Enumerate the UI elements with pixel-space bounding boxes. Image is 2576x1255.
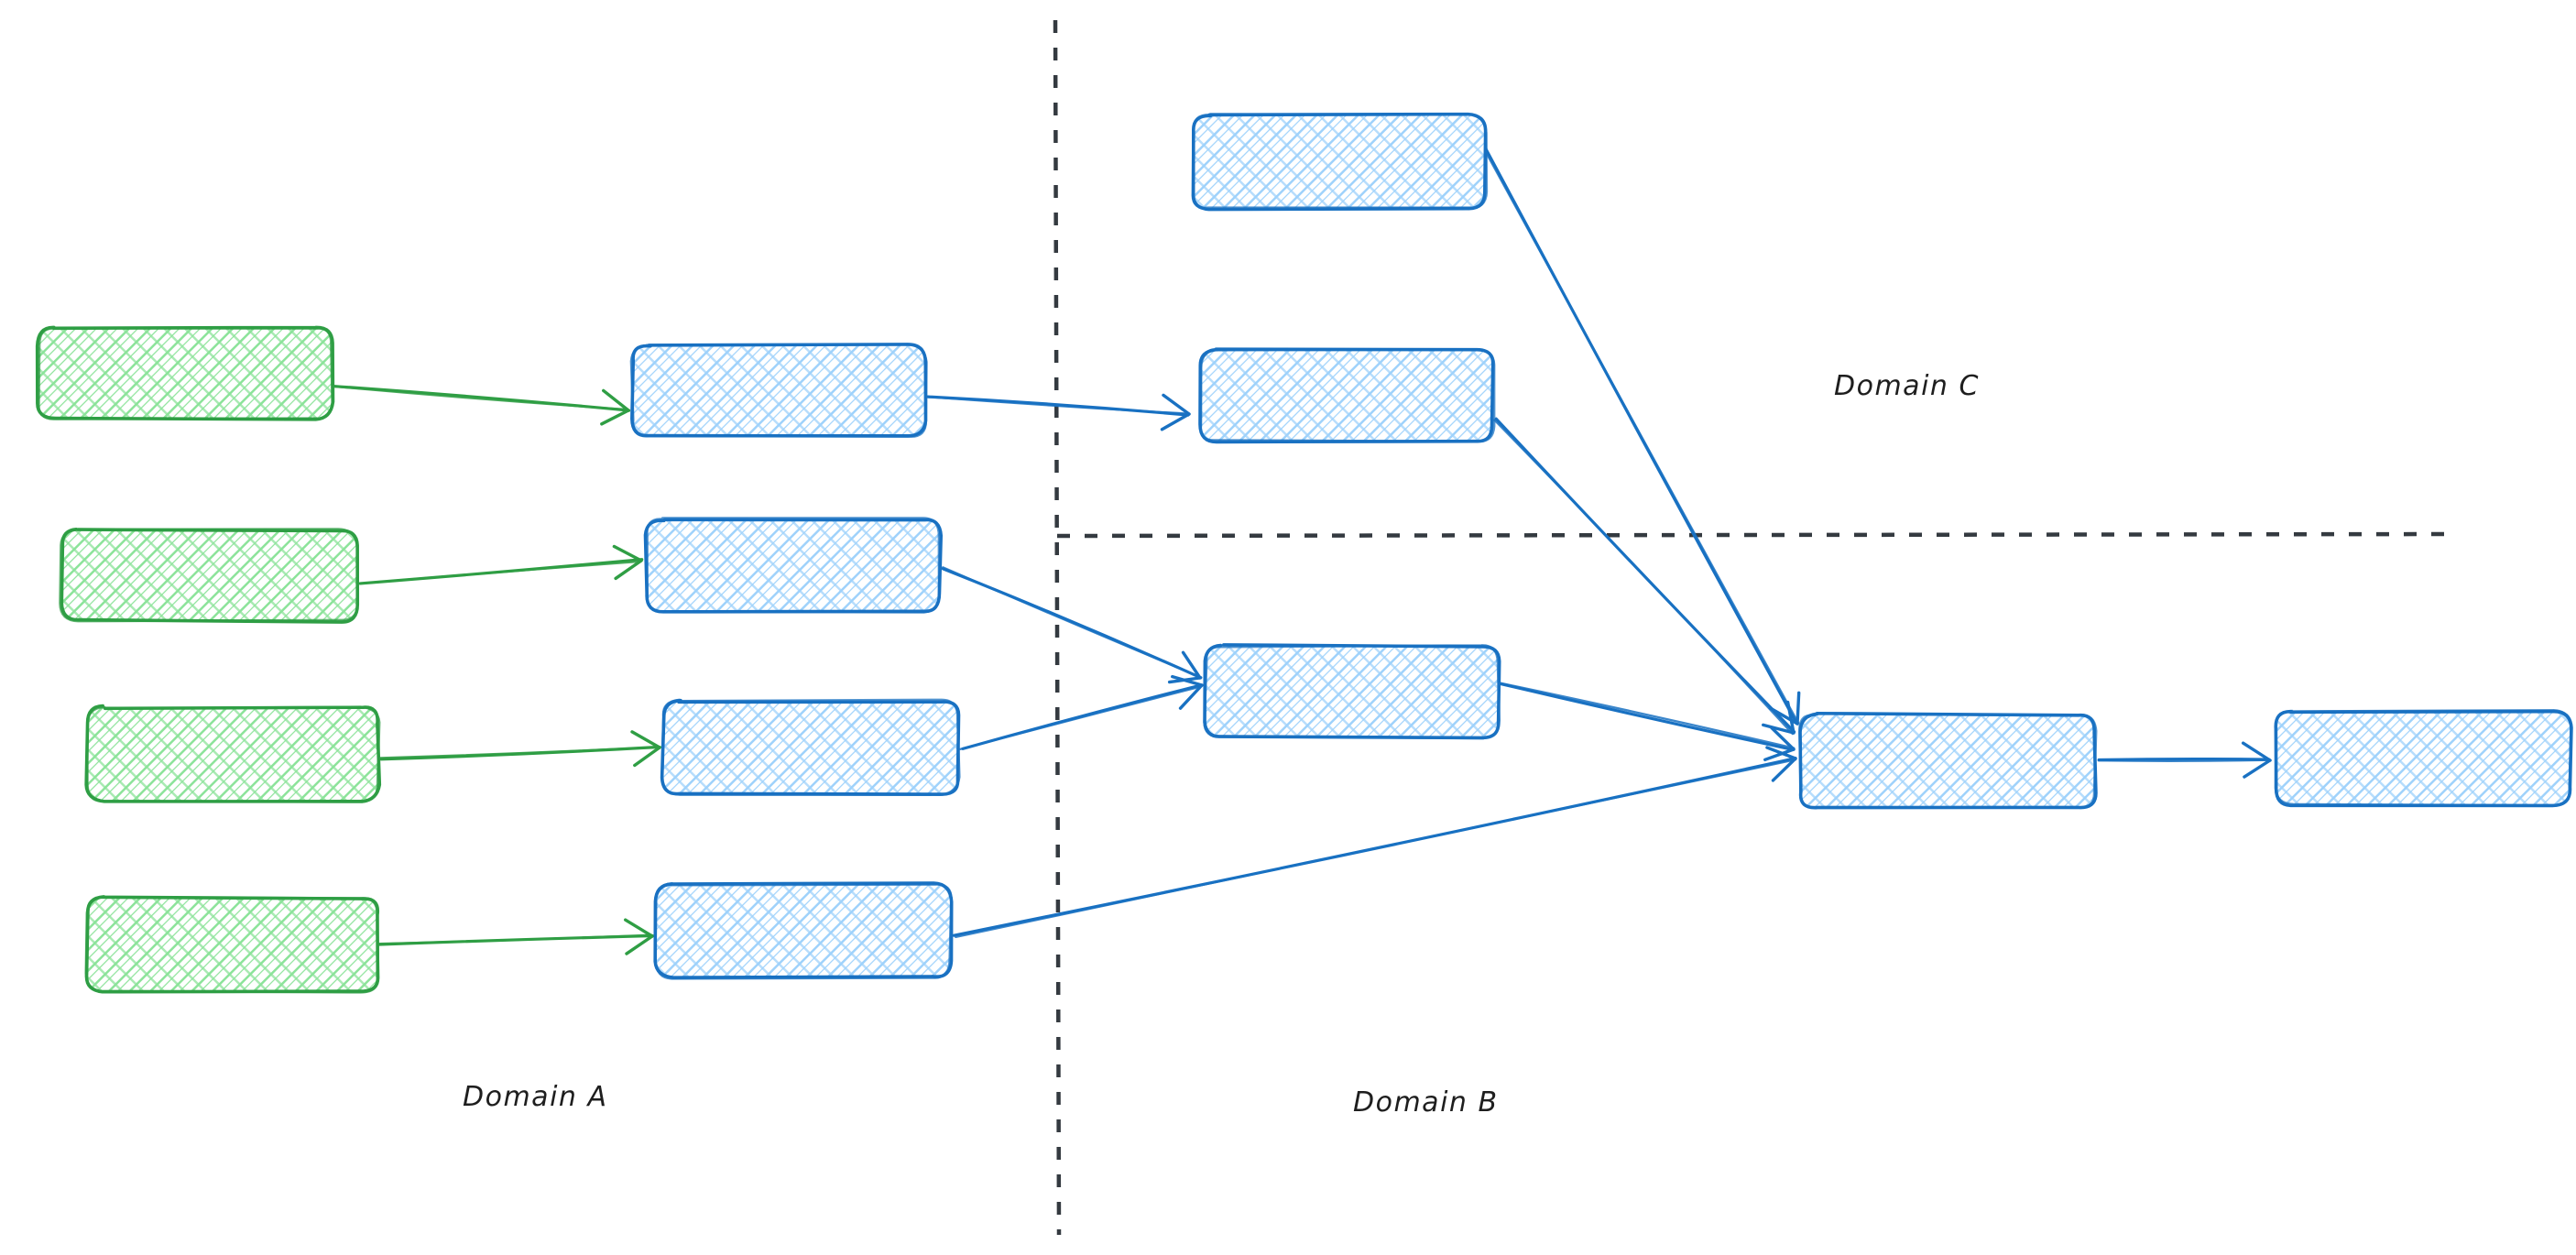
node-b4[interactable] [653,881,954,980]
node-d1[interactable] [1798,711,2098,810]
node-a2[interactable] [59,528,360,624]
node-a4[interactable] [84,895,380,994]
edge-a1-to-b1 [329,384,631,426]
horizontal-divider-b-c [1056,531,2452,539]
vertical-divider-a-b [1053,19,1062,1236]
domain-c-label: Domain C [1834,370,1980,402]
edge-a2-to-b2 [356,544,644,585]
node-c2[interactable] [1198,347,1496,444]
node-a1[interactable] [35,325,335,421]
node-b2[interactable] [643,517,944,614]
edge-layer [329,146,2272,955]
node-b3[interactable] [660,698,961,796]
edge-b3-to-c3 [959,674,1204,750]
edge-c1-to-d1 [1481,146,1801,726]
edge-d1-to-d2 [2097,741,2272,779]
node-d2[interactable] [2274,708,2573,808]
domain-b-label: Domain B [1353,1086,1499,1119]
edge-b4-to-d1 [952,746,1797,939]
edge-c2-to-d1 [1493,417,1796,736]
node-c3[interactable] [1203,643,1501,740]
node-a3[interactable] [84,704,382,803]
edge-b1-to-c2 [926,393,1191,431]
node-c1[interactable] [1191,112,1489,212]
edge-c3-to-d1 [1499,682,1796,762]
edge-a4-to-b4 [377,918,654,955]
domain-a-label: Domain A [463,1081,608,1113]
node-layer [35,112,2573,994]
node-b1[interactable] [629,343,928,438]
edge-a3-to-b3 [378,730,662,768]
divider-layer [1053,19,2452,1236]
edge-b2-to-c3 [941,566,1203,684]
